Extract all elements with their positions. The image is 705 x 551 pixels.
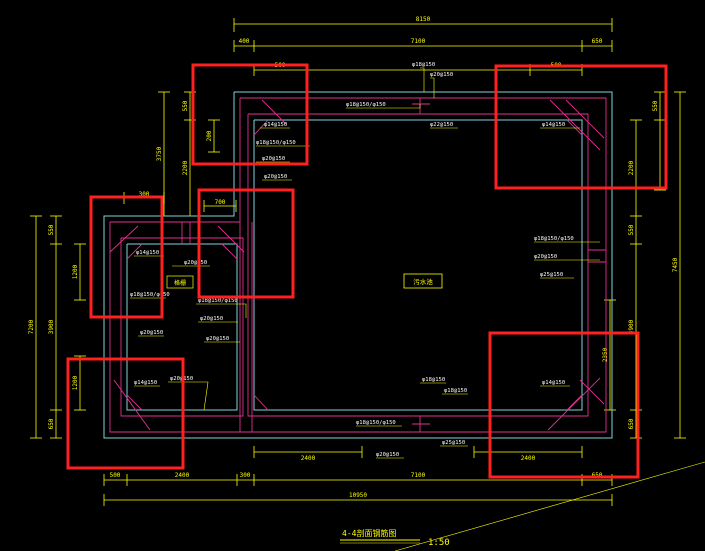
dim-right-650: 650 [628,418,635,429]
dim-top-overall: 8150 [416,16,431,23]
label-bot-3: φ18@150/φ150 [356,420,396,426]
highlight-box-mid[interactable] [197,188,295,299]
label-top-3: φ18@150/φ150 [346,102,386,108]
dim-left-550-upper: 550 [48,224,55,235]
dimension-text-vertical: 7200 550 3900 650 1200 1200 3750 550 220… [28,100,679,429]
dim-right-2350: 2350 [602,347,609,362]
label-tl-2: φ18@150/φ150 [256,140,296,146]
rebar-lines [109,97,607,433]
label-right-2: φ20@150 [534,254,557,260]
dim-right-2200: 2200 [628,160,635,175]
label-tl-3: φ20@150 [262,156,285,162]
label-right-1: φ18@150/φ150 [534,236,574,242]
label-top-4: φ22@150 [430,122,453,128]
label-top-1: φ18@150 [412,62,435,68]
label-bl-1: φ14@150 [134,380,157,386]
dim-bottom-d: 7100 [411,472,426,479]
label-bot-4: φ20@150 [376,452,399,458]
dim-top-mid: 7100 [411,38,426,45]
dim-inner-2400-left: 2400 [301,455,316,462]
label-left-4: φ20@150 [140,330,163,336]
highlight-box-top-right[interactable] [494,64,668,190]
highlight-boxes [66,63,668,479]
dim-inner-2400-right: 2400 [521,455,536,462]
guide-line [394,461,705,551]
label-left-3: φ18@150/φ150 [130,292,170,298]
label-bot-5: φ25@150 [442,440,465,446]
dimension-lines [30,18,686,506]
label-right-3: φ25@150 [540,272,563,278]
dim-left-1200-lower: 1200 [72,375,79,390]
dim-mid-550: 550 [182,100,189,111]
dim-top-left: 400 [239,38,250,45]
room-tag-side: 格栅 [174,279,186,287]
dim-notch-300: 300 [139,191,150,198]
dim-right-7450: 7450 [672,257,679,272]
title-scale: 1:50 [428,538,450,548]
label-left-1: φ14@150 [136,250,159,256]
dim-left-7200: 7200 [28,319,35,334]
dim-left-650-lower: 650 [48,418,55,429]
dim-right-550-top: 550 [652,100,659,111]
dim-notch-700: 700 [215,199,226,206]
dim-bottom-c: 300 [240,472,251,479]
label-mid-3: φ20@150 [206,336,229,342]
label-top-2: φ20@150 [430,72,453,78]
highlight-box-top-left[interactable] [191,63,309,166]
label-tl-4: φ20@150 [264,174,287,180]
dim-bottom-b: 2400 [175,472,190,479]
label-mid-2: φ20@150 [200,316,223,322]
highlight-box-bottom-left[interactable] [66,357,185,470]
label-left-2: φ20@150 [184,260,207,266]
label-tl-1: φ14@150 [264,122,287,128]
dim-left-1200-upper: 1200 [72,264,79,279]
dim-mid-2200: 2200 [182,160,189,175]
room-tag-main: 污水池 [413,277,433,286]
dim-mid-200: 200 [206,130,213,141]
title-text: 4-4剖面钢筋图 [342,528,396,538]
dim-bottom-overall: 10950 [349,492,367,499]
label-bot-2: φ18@150 [444,388,467,394]
dim-bottom-a: 500 [110,472,121,479]
highlight-box-left-upper[interactable] [89,195,164,319]
dim-right-550: 550 [628,224,635,235]
room-tags: 污水池 格栅 [166,273,443,289]
room-tag-side-frame [166,275,194,289]
rebar-label-text: φ18@150 φ20@150 φ18@150/φ150 φ22@150 φ14… [130,62,574,458]
label-bot-1: φ18@150 [422,377,445,383]
room-tag-main-frame [403,273,443,289]
dim-top-right: 650 [592,38,603,45]
label-mid-1: φ18@150/φ150 [198,298,238,304]
dim-mid-3750: 3750 [156,146,163,161]
drawing-title: 4-4剖面钢筋图 1:50 [340,528,450,548]
highlight-box-bottom-right[interactable] [488,331,640,479]
leader-lines [130,67,600,459]
label-tr-1: φ14@150 [542,122,565,128]
label-br-1: φ14@150 [542,380,565,386]
dim-left-3900: 3900 [48,319,55,334]
dim-right-3900: 3900 [628,319,635,334]
